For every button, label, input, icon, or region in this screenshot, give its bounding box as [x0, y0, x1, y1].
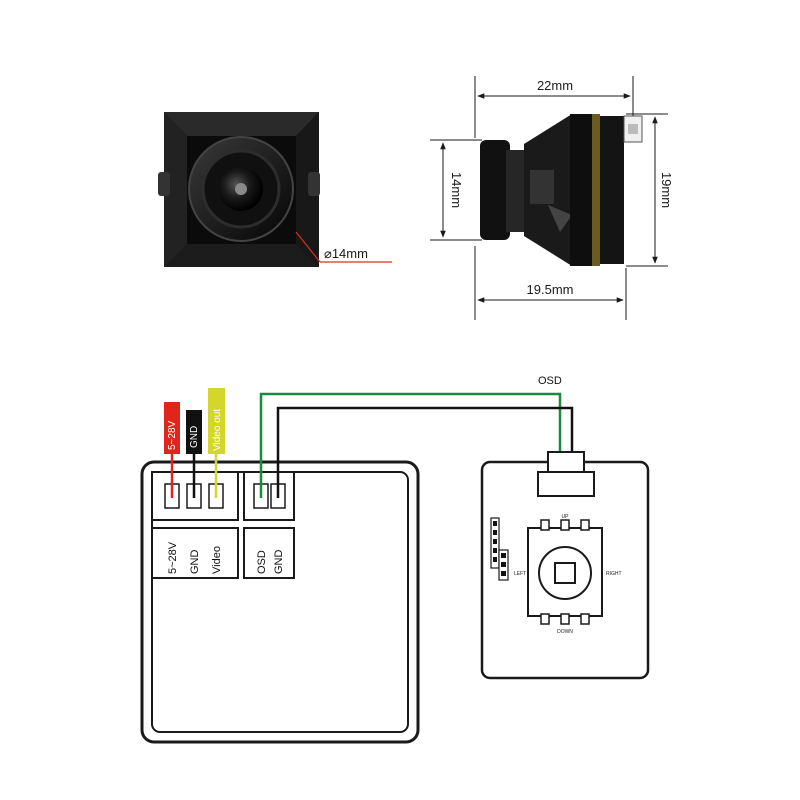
side-body-front	[570, 114, 592, 266]
camera-front-top-bevel	[164, 112, 319, 136]
side-lens-barrel	[480, 140, 510, 240]
wiring-diagram: 5~28V GND Video OSD GND 5~28V GND Video …	[140, 375, 650, 744]
wire-tag-power-text: 5~28V	[167, 420, 178, 450]
dim-19-label: 19mm	[659, 172, 674, 208]
joystick-leg-top-right	[580, 519, 590, 531]
diameter-leader-line	[295, 231, 321, 263]
side-pcb-layer	[592, 114, 600, 266]
pin-label-gnd: GND	[189, 550, 201, 575]
dim-195-label: 19.5mm	[527, 282, 574, 297]
wire-tag-video	[208, 388, 225, 454]
camera-front-right-bevel	[296, 112, 319, 267]
wire-tag-video-text: Video out	[212, 409, 223, 451]
wire-tag-gnd-text: GND	[189, 426, 200, 448]
side-body-rear	[600, 116, 624, 264]
joystick-center-button	[554, 562, 576, 584]
wire-osd-gnd	[276, 406, 574, 498]
main-pin-label-box	[151, 527, 239, 579]
dim-14-label: 14mm	[449, 172, 464, 208]
joystick-leg-top-left	[540, 519, 550, 531]
joystick-label-left: LEFT	[514, 571, 526, 577]
joystick-leg-bottom-right	[580, 613, 590, 625]
osd-pin-label-box	[243, 527, 295, 579]
dim-22-label: 22mm	[537, 78, 573, 93]
camera-front-bottom-bevel	[164, 244, 319, 267]
camera-front-left-bevel	[164, 112, 187, 267]
lens-highlight	[235, 183, 247, 195]
pin-label-video: Video	[211, 546, 223, 574]
side-lens-collar	[506, 150, 526, 232]
pin-label-osd: OSD	[256, 550, 268, 574]
camera-side-view: 22mm 14mm 19mm 19.5mm	[430, 76, 674, 320]
wire-osd	[259, 392, 562, 498]
joystick-leg-bottom-mid	[560, 613, 570, 625]
wire-tag-gnd	[186, 410, 202, 454]
joystick-header-pins	[490, 517, 509, 581]
mount-screw-left	[158, 172, 170, 196]
joystick-connector-housing	[537, 471, 595, 497]
joystick-label-right: RIGHT	[606, 571, 622, 577]
wire-tag-power	[164, 402, 180, 454]
pin-label-osd-gnd: GND	[273, 550, 285, 575]
side-mount-screw	[530, 170, 554, 204]
side-connector-pins	[628, 124, 638, 134]
lens-diameter-label: ⌀14mm	[324, 246, 368, 261]
joystick-connector-top	[547, 451, 585, 473]
joystick-leg-bottom-left	[540, 613, 550, 625]
osd-wire-label: OSD	[538, 375, 562, 387]
camera-front-view: ⌀14mm	[158, 112, 392, 267]
side-bracket-slot	[548, 205, 572, 232]
mount-screw-right	[308, 172, 320, 196]
joystick-label-down: DOWN	[557, 629, 573, 635]
joystick-label-up: UP	[562, 514, 570, 520]
camera-board-outer	[140, 460, 420, 744]
joystick-leg-top-mid	[560, 519, 570, 531]
pin-label-power: 5~28V	[167, 541, 179, 574]
osd-connector-housing	[243, 471, 295, 521]
